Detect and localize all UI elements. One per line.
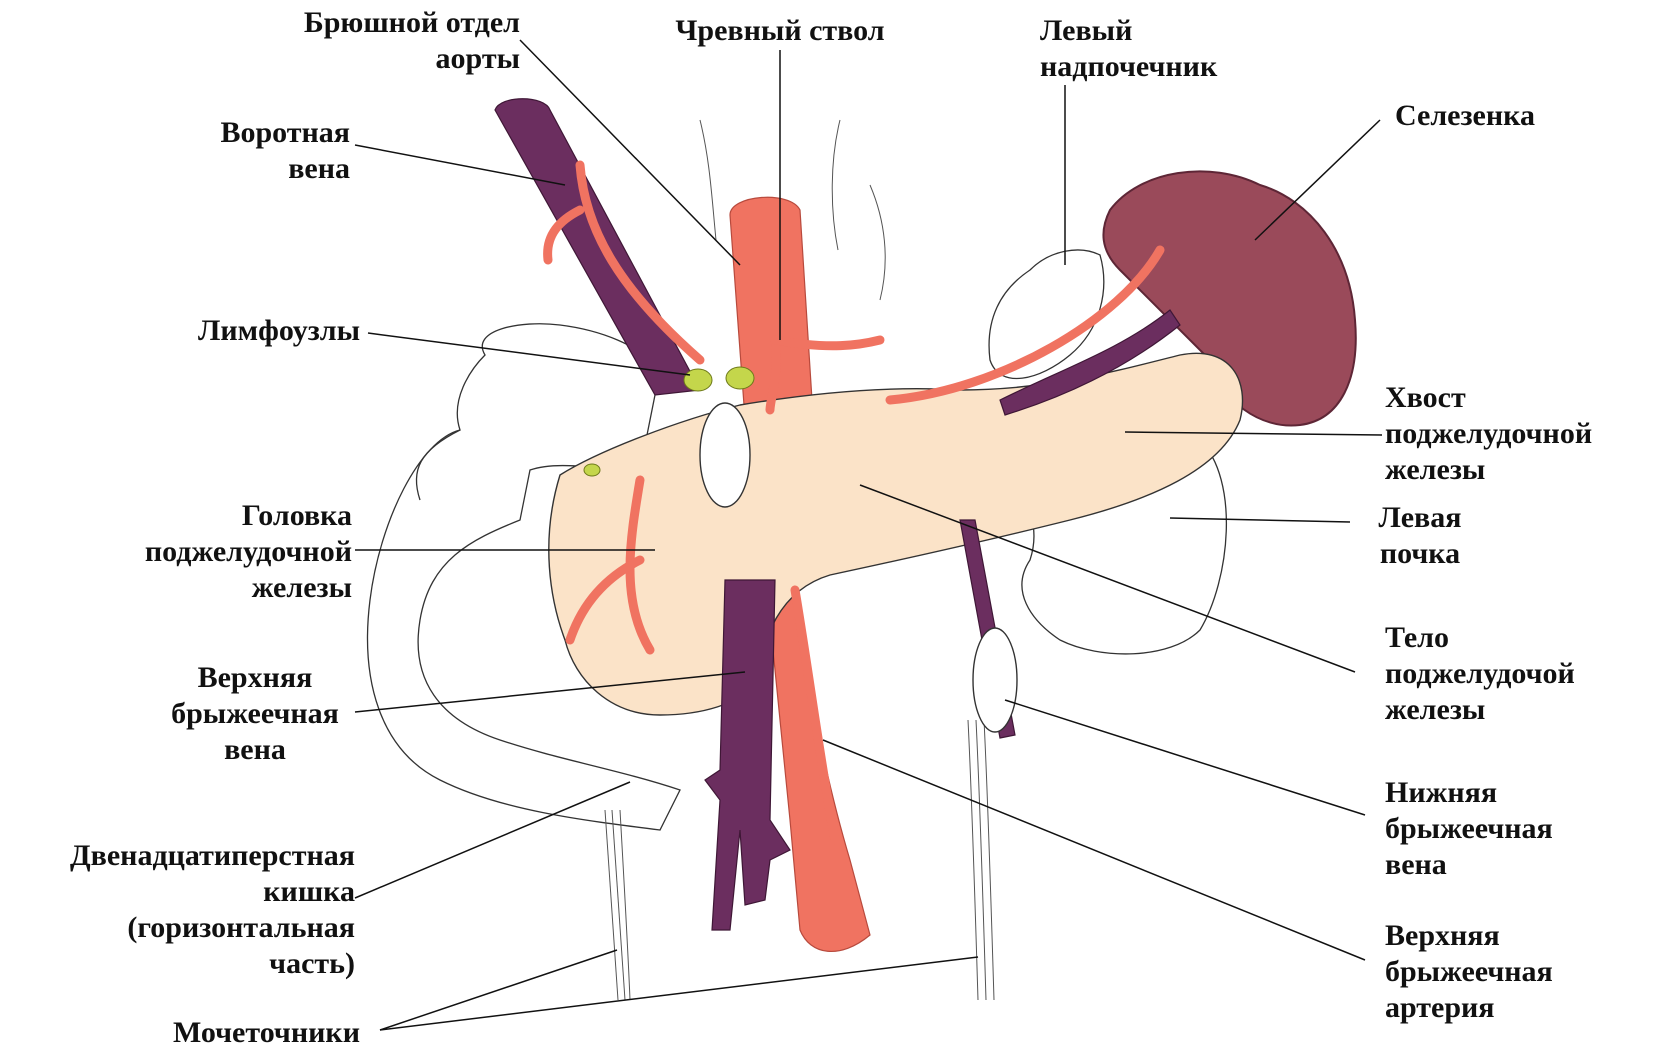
label-duodenum-line2: кишка <box>5 874 355 910</box>
label-sma-line1: Верхняя <box>1385 918 1635 954</box>
label-lymph: Лимфоузлы <box>130 313 360 349</box>
label-aorta: Брюшной отдел аорты <box>250 5 520 77</box>
label-portal-line1: Воротная <box>150 115 350 151</box>
label-imv-line1: Нижняя <box>1385 775 1635 811</box>
label-lymph-line1: Лимфоузлы <box>130 313 360 349</box>
label-duodenum-line4: часть) <box>5 946 355 982</box>
label-imv: Нижняя брыжеечная вена <box>1385 775 1635 883</box>
label-smv-line3: вена <box>155 732 355 768</box>
label-tail-line3: железы <box>1385 452 1655 488</box>
label-smv-line2: брыжеечная <box>155 696 355 732</box>
label-aorta-line2: аорты <box>250 41 520 77</box>
label-smv: Верхняя брыжеечная вена <box>155 660 355 768</box>
label-aorta-line1: Брюшной отдел <box>250 5 520 41</box>
label-kidney: Левая почка <box>1355 500 1485 572</box>
label-duodenum-line3: (горизонтальная <box>5 910 355 946</box>
label-duodenum: Двенадцатиперстная кишка (горизонтальная… <box>5 838 355 982</box>
label-imv-line2: брыжеечная <box>1385 811 1635 847</box>
label-body-line2: поджелудочой <box>1385 656 1645 692</box>
label-spleen: Селезенка <box>1395 98 1615 134</box>
ureter-left <box>605 810 630 1000</box>
label-tail-line1: Хвост <box>1385 380 1655 416</box>
label-head-line1: Головка <box>90 498 352 534</box>
leader-sma <box>823 740 1365 960</box>
label-kidney-line1: Левая <box>1355 500 1485 536</box>
label-celiac-line1: Чревный ствол <box>640 13 920 49</box>
label-sma: Верхняя брыжеечная артерия <box>1385 918 1635 1026</box>
label-sma-line3: артерия <box>1385 990 1635 1026</box>
label-portal: Воротная вена <box>150 115 350 187</box>
label-adrenal-line2: надпочечник <box>1040 49 1280 85</box>
label-ureters: Мочеточники <box>120 1015 360 1051</box>
label-body-line3: железы <box>1385 692 1645 728</box>
label-body-line1: Тело <box>1385 620 1645 656</box>
label-sma-line2: брыжеечная <box>1385 954 1635 990</box>
leader-ureter-right <box>380 957 978 1030</box>
label-kidney-line2: почка <box>1355 536 1485 572</box>
label-spleen-line1: Селезенка <box>1395 98 1615 134</box>
label-head-line2: поджелудочной <box>90 534 352 570</box>
label-portal-line2: вена <box>150 151 350 187</box>
label-ureters-line1: Мочеточники <box>120 1015 360 1051</box>
label-tail-line2: поджелудочной <box>1385 416 1655 452</box>
label-adrenal: Левый надпочечник <box>1040 13 1280 85</box>
leader-ureter-left <box>380 950 617 1030</box>
label-adrenal-line1: Левый <box>1040 13 1280 49</box>
label-head-line3: железы <box>90 570 352 606</box>
label-tail: Хвост поджелудочной железы <box>1385 380 1655 488</box>
label-body: Тело поджелудочой железы <box>1385 620 1645 728</box>
leader-imv <box>1005 700 1365 815</box>
label-head: Головка поджелудочной железы <box>90 498 352 606</box>
label-imv-line3: вена <box>1385 847 1635 883</box>
label-celiac: Чревный ствол <box>640 13 920 49</box>
label-duodenum-line1: Двенадцатиперстная <box>5 838 355 874</box>
label-smv-line1: Верхняя <box>155 660 355 696</box>
